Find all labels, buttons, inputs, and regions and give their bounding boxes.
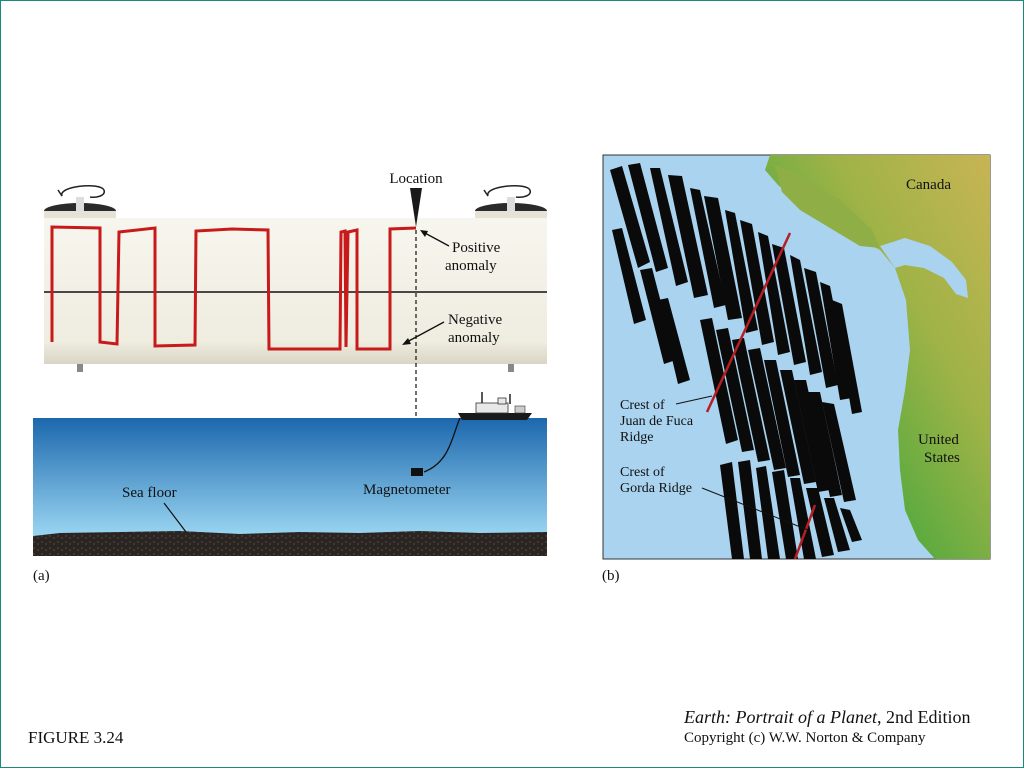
survey-ship-icon [458, 392, 532, 420]
united-states-label: United States [918, 432, 963, 466]
sea-floor-layer [33, 531, 547, 556]
sea-floor-label: Sea floor [122, 485, 177, 501]
book-title-line: Earth: Portrait of a Planet, 2nd Edition [684, 706, 971, 728]
location-label: Location [389, 171, 443, 187]
positive-anomaly-pointer [422, 231, 450, 247]
magnetometer-label: Magnetometer [363, 482, 450, 498]
figure-caption: FIGURE 3.24 [28, 728, 124, 747]
copyright-line: Copyright (c) W.W. Norton & Company [684, 730, 926, 746]
magnetic-anomaly-trace [50, 225, 417, 351]
tow-cable [423, 417, 461, 473]
book-edition: , 2nd Edition [877, 707, 971, 727]
magnetic-stripes [610, 163, 862, 559]
sea-water [33, 418, 547, 536]
book-title: Earth: Portrait of a Planet [684, 707, 877, 727]
panel-a: Location Positive anomaly Negative anoma… [33, 171, 547, 584]
rotate-arrow-icon-right [483, 184, 531, 198]
juan-de-fuca-pointer [675, 395, 713, 405]
panel-b-label: (b) [602, 568, 620, 584]
positive-pointer-arrowhead [420, 230, 428, 237]
gorda-ridge-pointer [701, 487, 809, 531]
negative-anomaly-pointer [404, 321, 445, 344]
gorda-ridge-crest [793, 504, 817, 560]
island [775, 165, 880, 248]
credit-block: Earth: Portrait of a Planet, 2nd Edition… [684, 706, 971, 748]
juan-de-fuca-label: Crest of Juan de Fuca Ridge [620, 398, 697, 445]
chart-paper [44, 218, 547, 364]
positive-anomaly-label: Positive anomaly [445, 240, 504, 274]
panel-b: Canada United States Crest of Juan de Fu… [602, 154, 991, 584]
magnetometer-device [411, 468, 423, 476]
negative-anomaly-label: Negative anomaly [448, 312, 506, 346]
rotate-arrow-icon [57, 184, 105, 198]
juan-de-fuca-ridge-crest [705, 232, 792, 413]
panel-a-label: (a) [33, 568, 50, 584]
gorda-ridge-label: Crest of Gorda Ridge [620, 465, 692, 496]
sea-floor-pointer [163, 502, 187, 533]
location-marker [410, 188, 422, 227]
inland-waters [880, 238, 968, 298]
negative-pointer-arrowhead [402, 338, 411, 345]
canada-label: Canada [906, 177, 951, 193]
